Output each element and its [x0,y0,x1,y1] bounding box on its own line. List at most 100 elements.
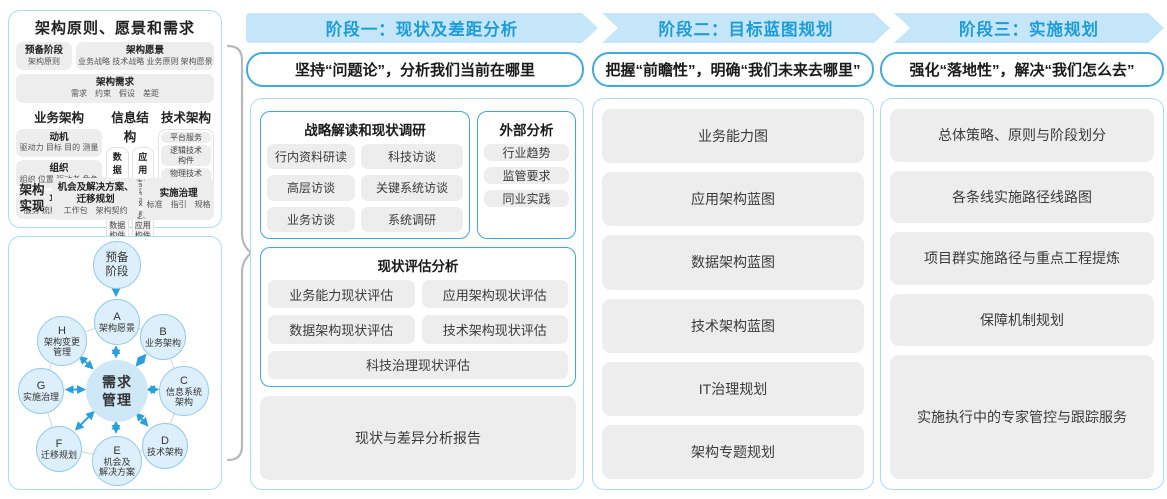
phase2-item: 应用架构蓝图 [602,172,864,227]
phase2-content-panel: 业务能力图 应用架构蓝图 数据架构蓝图 技术架构蓝图 IT治理规划 架构专题规划 [592,98,874,490]
adm-node-g-letter: G [36,379,46,392]
motivation-sub: 驱动力 目标 目的 测量 [19,143,99,153]
adm-cycle-panel: 预备 阶段 A 架构愿景 B 业务架构 C 信息系统 架构 D 技术架构 E 机… [8,236,222,490]
vision-box: 架构愿景 业务战略 技术战略 业务原则 架构愿景 利益相关者 [76,42,214,71]
data-subcolumn-title: 数据 [112,151,122,175]
phase1-content-panel: 战略解读和现状调研 行内资料研读 科技访谈 高层访谈 关键系统访谈 业务访谈 系… [250,98,584,490]
prep-phase-box: 预备阶段 架构原则 [16,42,72,71]
logical-tech-box: 逻辑技术 构件 [161,145,211,167]
opportunities-migration-sub: 工作包 架构契约 [63,205,128,215]
adm-node-g-governance: G 实施治理 [18,368,64,414]
opportunities-migration-title: 机会及解决方案、 迁移规划 [57,181,134,205]
adm-node-b-label: 业务架构 [144,338,181,349]
phase2-subtitle: 把握“前瞻性”，明确“我们未来去哪里” [592,52,874,87]
requirement-box: 架构需求 需求 约束 假设 差距 [16,74,214,103]
strategy-item: 高层访谈 [267,175,355,201]
vision-sub: 业务战略 技术战略 业务原则 架构愿景 利益相关者 [78,56,214,66]
framework-title: 架构原则、愿景和需求 [34,20,195,37]
adm-node-e-letter: E [113,444,121,457]
information-structure-title: 信息结构 [111,110,149,144]
phase3-item: 各条线实施路径线路图 [890,170,1154,224]
architecture-columns: 业务架构 动机 驱动力 目标 目的 测量 组织 组织 位置 驱动者 角色 功能 … [16,107,214,277]
adm-node-b-business: B 业务架构 [140,314,186,360]
adm-node-f-label: 迁移规划 [40,450,77,461]
adm-node-h-letter: H [58,324,66,337]
phase2-item: IT治理规划 [602,361,864,416]
requirement-sub: 需求 约束 假设 差距 [71,89,159,99]
current-state-assessment-box: 现状评估分析 业务能力现状评估 应用架构现状评估 数据架构现状评估 技术架构现状… [260,247,576,387]
phase2-item: 数据架构蓝图 [602,235,864,290]
phase2-header-band: 阶段二：目标蓝图规划 [602,13,890,43]
adm-node-f-letter: F [55,437,63,450]
strategy-item: 行内资料研读 [267,144,355,170]
strategy-research-box: 战略解读和现状调研 行内资料研读 科技访谈 高层访谈 关键系统访谈 业务访谈 系… [260,111,470,239]
motivation-title: 动机 [49,131,69,143]
assessment-item: 数据架构现状评估 [268,315,415,344]
strategy-research-title: 战略解读和现状调研 [304,123,426,138]
phase3-item: 总体策略、原则与阶段划分 [890,109,1154,162]
gap-analysis-report-box: 现状与差异分析报告 [260,396,576,480]
assessment-item: 应用架构现状评估 [421,280,568,309]
phase3-item: 实施执行中的专家管控与跟踪服务 [890,355,1154,479]
implementation-governance-box: 实施治理 标准 指引 规格 [143,178,214,220]
adm-node-e-label: 机会及 解决方案 [98,457,135,478]
vision-title: 架构愿景 [125,45,164,56]
adm-node-c-information-systems: C 信息系统 架构 [159,366,209,416]
strategy-item: 科技访谈 [361,144,463,170]
organization-title: 组织 [49,162,69,174]
adm-node-a-letter: A [113,310,121,323]
adm-node-e-opportunities: E 机会及 解决方案 [92,436,142,486]
motivation-box: 动机 驱动力 目标 目的 测量 [16,128,102,157]
business-architecture-column: 业务架构 动机 驱动力 目标 目的 测量 组织 组织 位置 驱动者 角色 功能 … [16,107,102,220]
adm-node-a-label: 架构愿景 [98,323,135,334]
framework-row-top: 预备阶段 架构原则 架构愿景 业务战略 技术战略 业务原则 架构愿景 利益相关者 [16,42,214,71]
adm-node-requirements-management: 需求 管理 [86,360,148,422]
strategy-item: 关键系统访谈 [361,175,463,201]
assessment-item: 技术架构现状评估 [421,315,568,344]
prep-phase-title: 预备阶段 [24,45,63,56]
application-subcolumn-title: 应用 [138,151,148,175]
implementation-governance-sub: 标准 指引 规格 [146,199,211,209]
adm-node-d-letter: D [161,434,169,447]
architecture-framework-panel: 架构原则、愿景和需求 预备阶段 架构原则 架构愿景 业务战略 技术战略 业务原则… [8,10,222,277]
adm-node-d-technology: D 技术架构 [142,423,188,469]
adm-node-b-letter: B [159,325,167,338]
external-analysis-title: 外部分析 [499,123,554,138]
requirement-title: 架构需求 [95,77,134,89]
adm-node-d-label: 技术架构 [146,447,183,458]
external-analysis-box: 外部分析 行业趋势 监管要求 同业实践 [477,111,576,239]
adm-node-a-vision: A 架构愿景 [94,299,140,345]
assessment-item: 业务能力现状评估 [268,280,415,309]
adm-node-preliminary: 预备 阶段 [93,241,141,289]
phase3-item: 保障机制规划 [890,293,1154,347]
opportunities-migration-box: 机会及解决方案、 迁移规划 工作包 架构契约 [52,178,140,220]
realization-label: 架构 实现 [19,183,45,213]
external-item: 同业实践 [484,190,569,207]
assessment-item: 科技治理现状评估 [268,350,568,379]
architecture-realization-row: 架构 实现 机会及解决方案、 迁移规划 工作包 架构契约 实施治理 标准 指引 … [16,178,214,220]
adm-node-h-change-management: H 架构变更 管理 [37,316,87,366]
phase1-subtitle: 坚持“问题论”，分析我们当前在哪里 [246,52,584,87]
phase2-item: 架构专题规划 [602,424,864,480]
adm-node-h-label: 架构变更 管理 [43,337,80,358]
prep-phase-sub: 架构原则 [28,56,60,66]
phase3-subtitle: 强化“落地性”，解决“我们怎么去” [880,52,1164,87]
platform-service-box: 平台服务 [161,131,211,144]
phase3-content-panel: 总体策略、原则与阶段划分 各条线实施路径线路图 项目群实施路径与重点工程提炼 保… [880,98,1164,490]
strategy-item: 业务访谈 [267,206,355,232]
strategy-item: 系统调研 [361,206,463,232]
phase3-header-band: 阶段三：实施规划 [894,13,1164,43]
adm-node-c-letter: C [180,374,188,387]
phase2-item: 技术架构蓝图 [602,298,864,353]
adm-node-f-migration: F 迁移规划 [36,426,82,472]
phase2-item: 业务能力图 [602,109,864,164]
external-item: 行业趋势 [484,144,569,161]
technology-architecture-column: 技术架构 平台服务 逻辑技术 构件 物理技术 构件 [158,107,214,193]
business-architecture-title: 业务架构 [33,110,84,125]
adm-node-c-label: 信息系统 架构 [165,387,202,408]
technology-architecture-title: 技术架构 [160,110,211,125]
information-structure-column: 信息结构 数据 数据实体 逻辑数据 构件 物理数据 构件 应用 信息系统 服务 … [106,107,154,277]
adm-node-g-label: 实施治理 [22,392,59,403]
implementation-governance-title: 实施治理 [159,187,198,199]
